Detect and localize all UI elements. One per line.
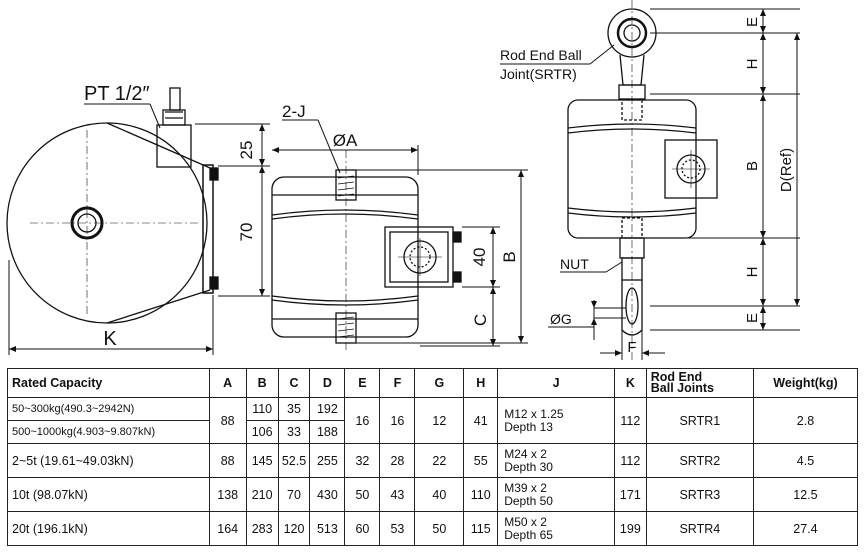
- table-row: 10t (98.07kN) 138 210 70 430 50 43 40 11…: [7, 477, 859, 512]
- label-nut: NUT: [560, 256, 589, 272]
- col-header: H: [463, 368, 499, 398]
- col-header: A: [208, 368, 247, 398]
- label-rodend-2: Joint(SRTR): [500, 66, 577, 82]
- label-phi-a: ØA: [333, 131, 358, 150]
- col-header: J: [497, 368, 615, 398]
- col-header: E: [344, 368, 381, 398]
- dim-b-front: B: [500, 251, 519, 262]
- dim-d-ref: D(Ref): [778, 148, 795, 192]
- dim-h-bottom: H: [744, 267, 761, 278]
- technical-drawing: PT 1/2″ 25 70 K: [6, 0, 800, 360]
- table-row: 2~5t (19.61~49.03kN) 88 145 52.5 255 32 …: [7, 443, 859, 478]
- dim-e-bottom: E: [744, 313, 761, 323]
- spec-table: Rated Capacity A B C D E F G H J K Rod E…: [7, 368, 859, 546]
- table-row: 20t (196.1kN) 164 283 120 513 60 53 50 1…: [7, 511, 859, 546]
- col-header: F: [379, 368, 416, 398]
- dim-70: 70: [237, 223, 256, 242]
- label-rodend-1: Rod End Ball: [500, 47, 582, 63]
- col-header: C: [277, 368, 311, 398]
- rod-end-view: [567, 0, 718, 360]
- table-row: 500~1000kg(4.903~9.807kN) 106 33 188: [7, 420, 858, 444]
- dim-h-top: H: [744, 59, 761, 70]
- col-header: G: [414, 368, 465, 398]
- col-header: Weight(kg): [752, 368, 859, 398]
- pt-label: PT 1/2″: [84, 83, 150, 105]
- table-row: 50~300kg(490.3~2942N) 88 110 35 192 16 1…: [7, 397, 859, 444]
- col-header: Rated Capacity: [7, 368, 210, 398]
- dim-c: C: [471, 314, 490, 326]
- front-view: [271, 150, 462, 352]
- dim-k: K: [103, 328, 117, 350]
- col-header: B: [245, 368, 279, 398]
- label-phi-g: ØG: [550, 311, 572, 327]
- dim-25: 25: [237, 141, 256, 160]
- dim-e-top: E: [744, 17, 761, 27]
- dim-40: 40: [470, 248, 489, 267]
- side-view: [6, 87, 219, 324]
- col-header: D: [309, 368, 346, 398]
- dim-b-side: B: [744, 161, 761, 171]
- table-header-row: Rated Capacity A B C D E F G H J K Rod E…: [7, 368, 859, 398]
- col-header: K: [613, 368, 647, 398]
- label-f: F: [627, 339, 636, 356]
- label-2j: 2-J: [282, 102, 306, 121]
